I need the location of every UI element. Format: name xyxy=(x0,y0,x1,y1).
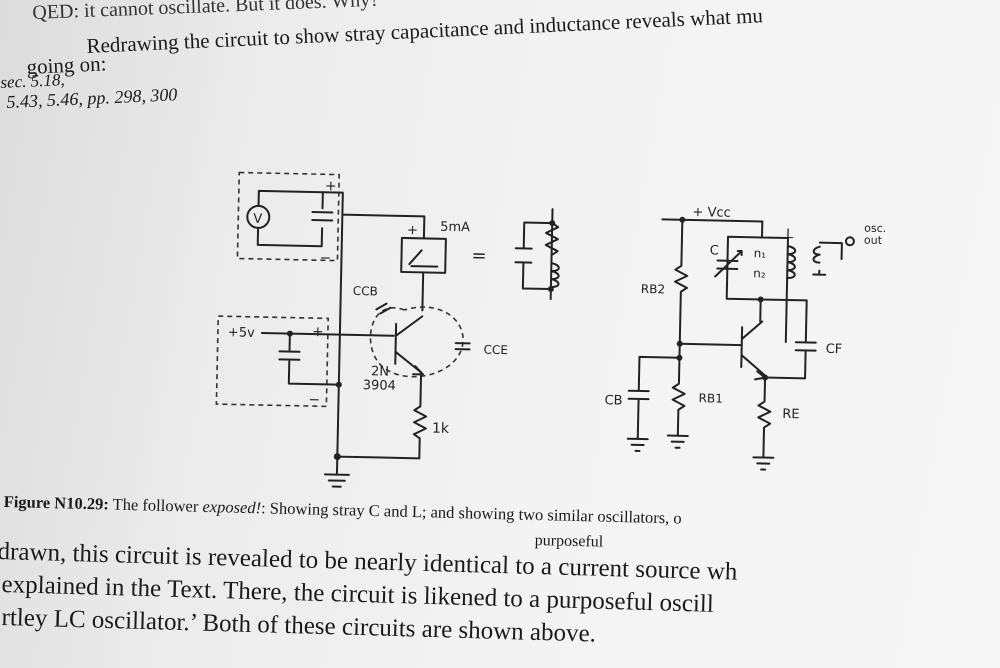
cf-top-wire xyxy=(785,298,808,344)
output-terminal xyxy=(844,236,855,247)
top-minus-label: − xyxy=(319,250,331,266)
top-plus-label: + xyxy=(325,178,337,194)
stray-cap-top xyxy=(311,211,334,222)
ground-symbol-left xyxy=(323,425,350,488)
resistor-1k-label: 1k xyxy=(432,421,450,437)
voltmeter-wiring xyxy=(256,189,324,248)
left-circuit: V + − + 5mA = CCB CCE +5v + − xyxy=(215,171,560,488)
supply-minus-label: − xyxy=(308,392,320,408)
caption-italic: exposed! xyxy=(202,496,262,518)
tank-circuit-frame xyxy=(725,220,789,301)
supply-box xyxy=(215,315,330,408)
ccb-cap xyxy=(375,302,392,315)
equals-sign: = xyxy=(471,245,487,266)
rb1-resistor xyxy=(666,356,689,449)
transistor-label-1: 2N xyxy=(371,364,389,379)
cb-capacitor xyxy=(626,342,681,452)
voltmeter-label: V xyxy=(253,212,262,227)
osc-label: osc. xyxy=(864,222,886,235)
n2-label: n₂ xyxy=(753,266,766,280)
supply-label: +5v xyxy=(228,325,255,341)
rb2-resistor xyxy=(674,218,743,347)
meter-plus-label: + xyxy=(407,223,418,238)
meter-needle xyxy=(408,249,439,268)
out-label: out xyxy=(864,234,883,247)
vcc-label: + Vcc xyxy=(692,205,731,221)
caption-text-1: The follower xyxy=(108,494,203,516)
inductor-l-label: L xyxy=(786,227,794,242)
emitter-resistor-1k xyxy=(336,371,428,460)
figure-number: Figure N10.29: xyxy=(3,492,110,514)
stray-capacitance-loop xyxy=(369,306,464,378)
cb-label: CB xyxy=(604,393,622,408)
equivalent-resistor xyxy=(544,222,560,257)
tank-variable-cap xyxy=(714,249,743,278)
transistor-label-2: 3904 xyxy=(363,378,396,394)
current-meter xyxy=(400,236,447,274)
rb2-label: RB2 xyxy=(641,282,666,297)
left-rail-wire xyxy=(321,191,344,428)
re-resistor xyxy=(752,376,775,471)
equivalent-tank-frame xyxy=(514,208,554,301)
tank-c-label: C xyxy=(710,243,719,258)
supply-plus-label: + xyxy=(312,324,324,340)
meter-5ma-label: 5mA xyxy=(440,220,470,236)
re-label: RE xyxy=(782,407,800,422)
emitter-arrow xyxy=(412,365,425,376)
transistor-right xyxy=(740,320,767,377)
transistor-2n3904 xyxy=(394,315,424,374)
cce-cap xyxy=(454,342,471,351)
output-coupling-coil xyxy=(812,241,843,276)
n1-label: n₁ xyxy=(754,246,767,260)
figure-caption-line-2: purposeful xyxy=(534,532,604,551)
cce-label: CCE xyxy=(483,343,508,358)
equivalent-inductor xyxy=(549,262,560,289)
collector-wire xyxy=(341,213,426,312)
right-circuit: + Vcc L RB2 C n₁ n₂ osc. out CF RE xyxy=(604,205,886,471)
vcc-rail xyxy=(661,218,764,223)
tapped-inductor xyxy=(786,245,797,280)
base-bias-wiring xyxy=(260,332,395,386)
ccb-label: CCB xyxy=(353,284,378,299)
rb1-label: RB1 xyxy=(698,391,723,406)
voltmeter-box xyxy=(236,171,341,262)
feedback-cap-cf xyxy=(764,298,817,380)
cf-label: CF xyxy=(826,342,843,357)
